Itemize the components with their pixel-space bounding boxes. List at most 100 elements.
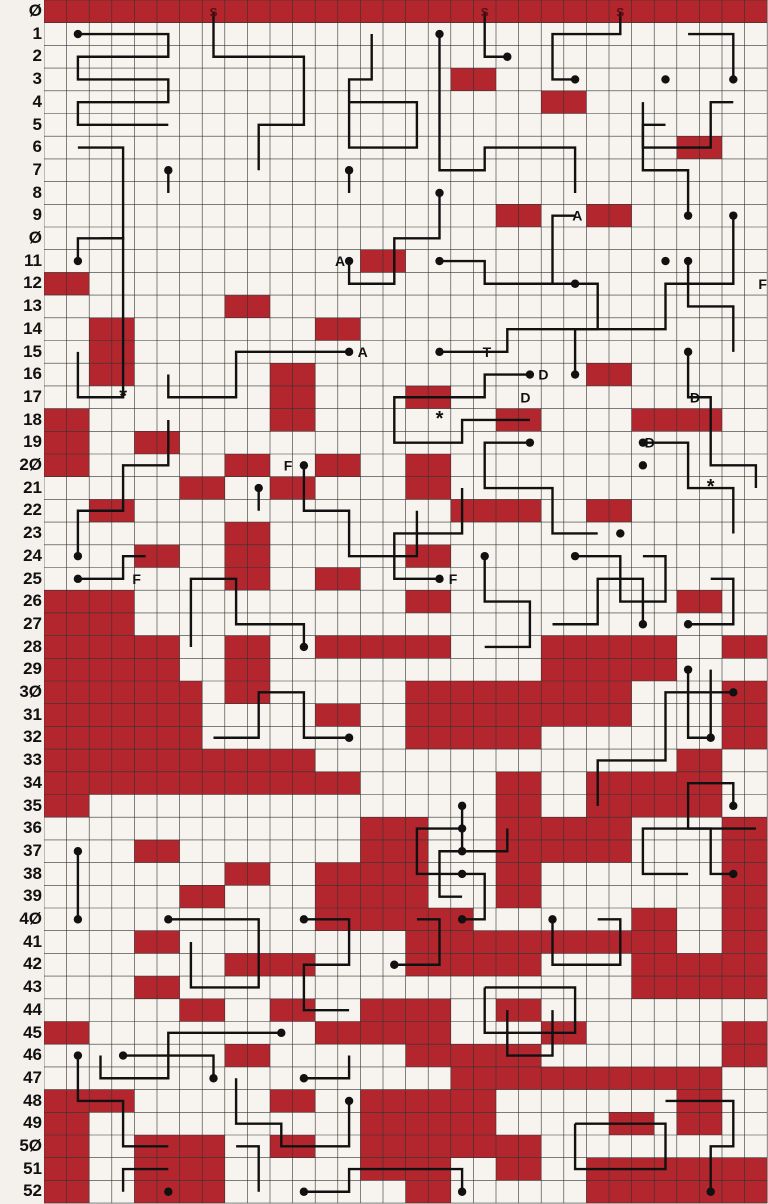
wire-endpoint[interactable] — [571, 552, 579, 560]
row-number: 26 — [2, 590, 42, 613]
board-label: D — [690, 389, 700, 405]
row-number: 2Ø — [2, 454, 42, 477]
wire-endpoint[interactable] — [345, 348, 353, 356]
wire-endpoint[interactable] — [729, 688, 737, 696]
wire-endpoint[interactable] — [458, 870, 466, 878]
wire-endpoint[interactable] — [345, 734, 353, 742]
board-label: * — [119, 385, 127, 407]
wire-endpoint[interactable] — [300, 1188, 308, 1196]
wire-endpoint[interactable] — [707, 734, 715, 742]
wire-endpoint[interactable] — [503, 53, 511, 61]
wire-endpoint[interactable] — [74, 30, 82, 38]
row-number: 4Ø — [2, 908, 42, 931]
wire-endpoint[interactable] — [74, 847, 82, 855]
row-number: 42 — [2, 953, 42, 976]
wire-endpoint[interactable] — [684, 211, 692, 219]
row-number: 31 — [2, 704, 42, 727]
wire-endpoint[interactable] — [639, 461, 647, 469]
wire-endpoint[interactable] — [74, 575, 82, 583]
wire-endpoint[interactable] — [164, 1188, 172, 1196]
wire-endpoint[interactable] — [684, 257, 692, 265]
wire-endpoint[interactable] — [526, 370, 534, 378]
wire-endpoint[interactable] — [616, 529, 624, 537]
row-number: 21 — [2, 477, 42, 500]
wire-endpoint[interactable] — [435, 575, 443, 583]
wire-endpoint[interactable] — [684, 348, 692, 356]
row-number: 13 — [2, 295, 42, 318]
wire-endpoint[interactable] — [571, 280, 579, 288]
wire-endpoint[interactable] — [300, 643, 308, 651]
wire-endpoint[interactable] — [255, 484, 263, 492]
wire-endpoint[interactable] — [435, 257, 443, 265]
wire-endpoint[interactable] — [74, 552, 82, 560]
wall-block — [180, 681, 203, 795]
row-number: 52 — [2, 1180, 42, 1203]
wire-endpoint[interactable] — [119, 1051, 127, 1059]
wire-endpoint[interactable] — [345, 257, 353, 265]
board-label: F — [132, 571, 141, 587]
row-number: 8 — [2, 182, 42, 205]
wire-endpoint[interactable] — [74, 1051, 82, 1059]
row-number: 3Ø — [2, 681, 42, 704]
wire-endpoint[interactable] — [209, 1074, 217, 1082]
wire-endpoint[interactable] — [390, 961, 398, 969]
row-number: 2 — [2, 45, 42, 68]
board-label: A — [572, 208, 582, 224]
wire-endpoint[interactable] — [729, 870, 737, 878]
wire-endpoint[interactable] — [435, 189, 443, 197]
row-number: 25 — [2, 568, 42, 591]
row-number: 45 — [2, 1022, 42, 1045]
board-label: D — [538, 367, 548, 383]
row-number: 44 — [2, 999, 42, 1022]
row-number: 16 — [2, 363, 42, 386]
row-number: 41 — [2, 931, 42, 954]
wire-endpoint[interactable] — [729, 75, 737, 83]
wire-endpoint[interactable] — [458, 1188, 466, 1196]
wire-endpoint[interactable] — [164, 915, 172, 923]
row-number: 47 — [2, 1067, 42, 1090]
wire-endpoint[interactable] — [345, 1097, 353, 1105]
wire-endpoint[interactable] — [164, 166, 172, 174]
wire-endpoint[interactable] — [300, 1074, 308, 1082]
wire-endpoint[interactable] — [300, 461, 308, 469]
row-number: 3 — [2, 68, 42, 91]
wire-endpoint[interactable] — [458, 802, 466, 810]
row-number: 7 — [2, 159, 42, 182]
row-number: Ø — [2, 0, 42, 23]
wire-endpoint[interactable] — [639, 620, 647, 628]
board-label: F — [449, 571, 458, 587]
row-number: 43 — [2, 976, 42, 999]
wire-endpoint[interactable] — [684, 620, 692, 628]
row-number-column: Ø123456789Ø1112131415161718192Ø212223242… — [0, 0, 44, 1204]
wire-endpoint[interactable] — [345, 166, 353, 174]
wire-endpoint[interactable] — [729, 802, 737, 810]
row-number: 14 — [2, 318, 42, 341]
board-label: D — [520, 389, 530, 405]
wire-endpoint[interactable] — [435, 348, 443, 356]
wire-endpoint[interactable] — [661, 75, 669, 83]
wire-endpoint[interactable] — [548, 915, 556, 923]
wire-endpoint[interactable] — [729, 211, 737, 219]
wire-endpoint[interactable] — [684, 665, 692, 673]
wire-endpoint[interactable] — [458, 915, 466, 923]
wire-endpoint[interactable] — [458, 824, 466, 832]
wire-endpoint[interactable] — [661, 257, 669, 265]
wire-endpoint[interactable] — [526, 438, 534, 446]
row-number: 36 — [2, 817, 42, 840]
wire-endpoint[interactable] — [707, 1188, 715, 1196]
wire-endpoint[interactable] — [571, 75, 579, 83]
wire-endpoint[interactable] — [74, 915, 82, 923]
wire-endpoint[interactable] — [481, 552, 489, 560]
wire-endpoint[interactable] — [74, 257, 82, 265]
row-number: Ø — [2, 227, 42, 250]
row-number: 5Ø — [2, 1135, 42, 1158]
wire-endpoint[interactable] — [458, 847, 466, 855]
wire-endpoint[interactable] — [277, 1029, 285, 1037]
board-label: T — [483, 344, 492, 360]
board-label: F — [284, 457, 293, 473]
wire-endpoint[interactable] — [435, 30, 443, 38]
row-number: 39 — [2, 885, 42, 908]
wire-endpoint[interactable] — [571, 370, 579, 378]
wire-endpoint[interactable] — [300, 915, 308, 923]
